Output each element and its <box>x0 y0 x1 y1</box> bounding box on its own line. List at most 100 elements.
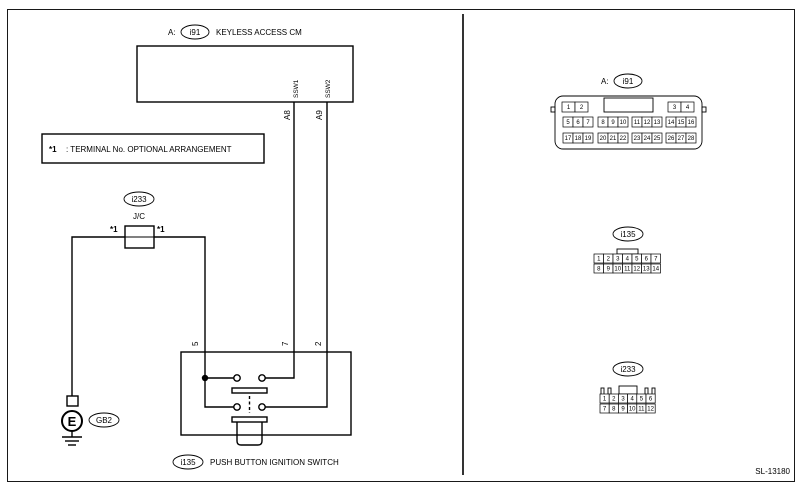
c135-pin-label: 10 <box>614 267 621 273</box>
a91-pin-label: 26 <box>668 136 675 142</box>
a91-pin-label: 3 <box>673 105 677 111</box>
a91-pin-label: 16 <box>688 120 695 126</box>
joint-connector: i233 J/C *1 *1 <box>110 191 165 249</box>
switch-bar-upper <box>231 387 268 394</box>
a91-pin-label: 14 <box>668 120 675 126</box>
switch-title: PUSH BUTTON IGNITION SWITCH <box>210 458 339 467</box>
c135-ref: i135 <box>620 230 636 239</box>
c233-ref: i233 <box>620 365 636 374</box>
a91-pin-cell <box>582 116 594 128</box>
a91-housing <box>554 95 703 150</box>
a91-pin-cell <box>617 132 629 144</box>
a91-pin-label: 9 <box>611 120 615 126</box>
c233-pin-label: 7 <box>603 407 607 413</box>
a91-pin-cell <box>680 101 695 113</box>
ecm-box <box>136 45 354 103</box>
ground-symbol: E <box>68 414 77 429</box>
a91-pin-cell <box>651 132 663 144</box>
jc-mark-right: *1 <box>157 225 165 234</box>
c233-pin-cell <box>645 403 656 414</box>
ecm-signal-ssw1: SSW1 <box>293 79 300 98</box>
a91-pin-label: 24 <box>644 136 651 142</box>
note-frame <box>41 133 265 164</box>
a91-pin-cell <box>651 116 663 128</box>
keyless-access-cm: A: i91 KEYLESS ACCESS CM SSW1 SSW2 A8 A9 <box>136 24 354 120</box>
push-button-ignition-switch: 5 7 2 i135 PUSH BUTTON IGNITION SWITCH <box>172 341 352 470</box>
a91-pin-label: 19 <box>585 136 592 142</box>
a91-pin-label: 22 <box>620 136 627 142</box>
jc-connector-ref: i233 <box>131 195 147 204</box>
a91-pin-cell <box>685 116 697 128</box>
c135-pin-label: 11 <box>624 267 631 273</box>
ecm-connector-prefix: A: <box>168 28 176 37</box>
c233-oval <box>612 361 644 377</box>
a91-pin-label: 1 <box>567 105 571 111</box>
wire-jc-to-switch <box>154 236 236 408</box>
a91-pin-cell <box>574 101 589 113</box>
c233-pin-label: 3 <box>621 397 625 403</box>
ground-ref-oval <box>88 412 120 428</box>
a91-pin-label: 18 <box>575 136 582 142</box>
a91-side-clip-right <box>701 106 707 113</box>
a91-pin-label: 10 <box>620 120 627 126</box>
wire-ssw2 <box>262 102 328 408</box>
a91-pin-label: 11 <box>634 120 641 126</box>
switch-pin-5: 5 <box>191 341 200 346</box>
c135-pin-label: 7 <box>654 257 658 263</box>
a91-ref: i91 <box>623 77 634 86</box>
a91-pin-label: 4 <box>686 105 690 111</box>
ground-gb2: E GB2 <box>61 395 120 446</box>
c233-pin-label: 10 <box>629 407 636 413</box>
c135-pin-label: 1 <box>597 257 601 263</box>
wires <box>71 102 328 408</box>
jc-mark-left: *1 <box>110 225 118 234</box>
c135-pin-label: 14 <box>652 267 659 273</box>
switch-connector-oval <box>172 454 204 470</box>
figure-id: SL-13180 <box>755 467 790 476</box>
a91-pin-label: 5 <box>566 120 570 126</box>
diagram-frame <box>7 9 795 482</box>
a91-pin-label: 21 <box>610 136 617 142</box>
wire-ssw1 <box>262 102 295 379</box>
a91-pin-label: 2 <box>580 105 584 111</box>
c233-key <box>618 385 638 395</box>
switch-bar-lower <box>231 416 268 423</box>
c135-pin-cell <box>650 263 661 274</box>
a91-pin-label: 23 <box>634 136 641 142</box>
ecm-pin-a8: A8 <box>283 110 292 120</box>
c135-pin-label: 13 <box>643 267 650 273</box>
note-mark: *1 <box>49 145 57 154</box>
a91-pin-label: 7 <box>586 120 590 126</box>
c233-pin-cell <box>645 393 656 404</box>
ecm-title: KEYLESS ACCESS CM <box>216 28 302 37</box>
c135-pin-label: 3 <box>616 257 620 263</box>
c135-pin-label: 4 <box>626 257 630 263</box>
a91-pin-label: 20 <box>600 136 607 142</box>
c135-pin-cell <box>650 253 661 264</box>
c135-key <box>616 248 639 255</box>
a91-pin-cell <box>582 132 594 144</box>
switch-box <box>180 351 352 436</box>
c233-pin-label: 2 <box>612 397 616 403</box>
a91-side-clip-left <box>550 106 556 113</box>
a91-pin-label: 15 <box>678 120 685 126</box>
a91-pin-label: 13 <box>654 120 661 126</box>
c135-oval <box>612 226 644 242</box>
a91-pin-label: 8 <box>601 120 605 126</box>
ground-ref: GB2 <box>96 416 113 425</box>
c135-pin-label: 6 <box>645 257 649 263</box>
c233-pin-label: 8 <box>612 407 616 413</box>
c233-pin-label: 11 <box>638 407 645 413</box>
a91-pin-label: 12 <box>644 120 651 126</box>
a91-pin-cell <box>617 116 629 128</box>
c135-pin-label: 9 <box>607 267 611 273</box>
a91-pin-label: 17 <box>565 136 572 142</box>
c233-pin-label: 1 <box>603 397 607 403</box>
a91-prefix: A: <box>601 77 609 86</box>
c233-pin-label: 9 <box>621 407 625 413</box>
jc-connector-oval <box>123 191 155 207</box>
c233-pin-label: 6 <box>649 397 653 403</box>
jc-label: J/C <box>133 212 145 221</box>
